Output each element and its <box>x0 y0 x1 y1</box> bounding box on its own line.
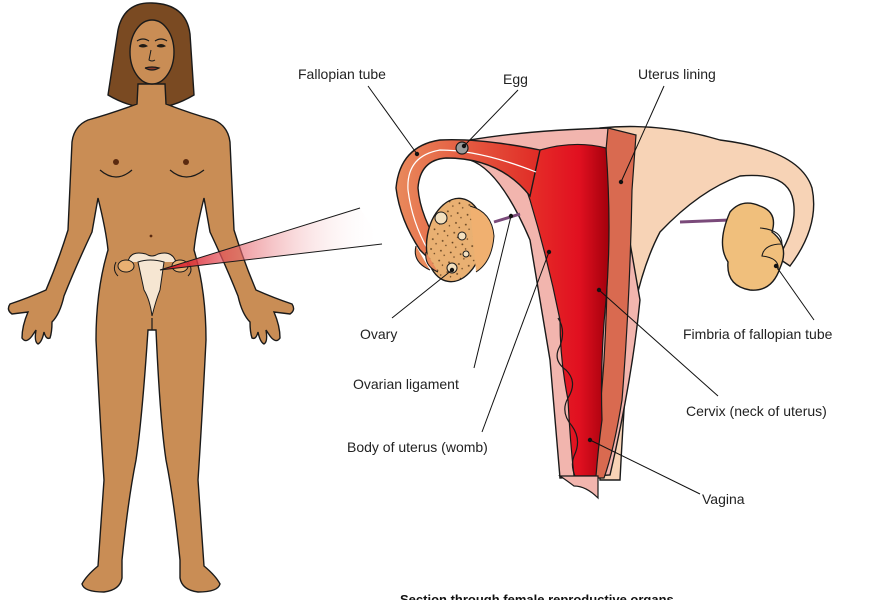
ovarian-ligament-line <box>494 214 520 222</box>
diagram-caption: Section through female reproductive orga… <box>400 592 674 600</box>
label-ovary: Ovary <box>360 326 397 342</box>
label-ovarian-ligament: Ovarian ligament <box>353 376 459 392</box>
nipple-left <box>113 159 119 165</box>
body-silhouette <box>8 84 293 592</box>
nipple-right <box>183 159 189 165</box>
label-fimbria: Fimbria of fallopian tube <box>683 326 833 342</box>
ovarian-ligament-right <box>680 220 730 222</box>
navel <box>150 235 153 238</box>
label-fallopian-tube: Fallopian tube <box>298 66 386 82</box>
mouth <box>145 67 159 70</box>
label-egg: Egg <box>503 71 528 87</box>
label-body-of-uterus: Body of uterus (womb) <box>347 439 488 455</box>
vagina-bottom <box>560 476 598 498</box>
label-vagina: Vagina <box>702 491 745 507</box>
label-uterus-lining: Uterus lining <box>638 66 716 82</box>
ovary-right <box>722 203 783 290</box>
label-cervix: Cervix (neck of uterus) <box>686 403 827 419</box>
female-figure <box>8 3 293 592</box>
face <box>130 20 174 84</box>
